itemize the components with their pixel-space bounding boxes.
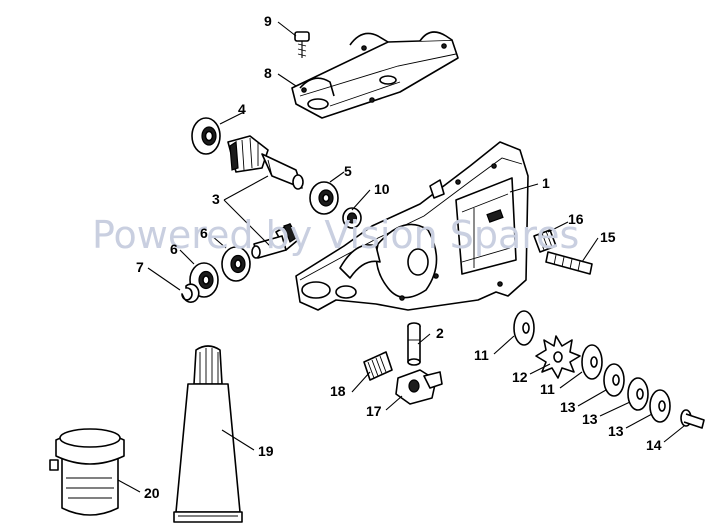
part-9-screw [294,31,310,58]
callout-18: 18 [330,383,346,399]
part-20-grease-tin [49,428,125,516]
part-8-clamp-cover [291,31,459,119]
part-12-sprocket [535,335,581,379]
callout-5: 5 [344,163,352,179]
part-1-gear-housing [295,141,529,311]
part-6-ball-bearing-right [221,246,251,282]
callout-10: 10 [374,181,390,197]
callout-19: 19 [258,443,274,459]
leader-lines [117,21,685,493]
part-2-pin [407,322,421,366]
part-10-seal-ring [342,207,362,229]
callout-16: 16 [568,211,584,227]
part-13-washer-1 [603,363,625,397]
callout-12: 12 [512,369,528,385]
watermark-text: Powered by Vision Spares [92,213,579,257]
callout-14: 14 [646,437,662,453]
callout-7: 7 [136,259,144,275]
callout-11-lower: 11 [540,381,555,397]
callout-13-first: 13 [560,399,576,415]
callout-13-second: 13 [582,411,598,427]
callout-6-lower: 6 [170,241,178,257]
part-7-circlip [181,283,200,304]
part-6-ball-bearing-left [189,262,219,298]
part-3-bevel-gear-shaft [227,135,304,190]
part-14-screw [680,409,705,429]
part-17-tensioner-nut [395,369,443,405]
part-5-ball-bearing [309,181,339,215]
callout-1: 1 [542,175,550,191]
part-19-grease-tube [173,345,243,523]
part-18-spring [363,351,393,381]
part-13-washer-2 [627,377,649,411]
part-11-washer-lower [581,344,603,380]
part-3-pinion-gear [251,223,299,259]
callout-15: 15 [600,229,616,245]
callout-11-upper: 11 [474,347,489,363]
callout-8: 8 [264,65,272,81]
part-11-washer-upper [513,310,535,346]
callout-3: 3 [212,191,220,207]
callout-6-upper: 6 [200,225,208,241]
part-13-washer-3 [649,389,671,423]
part-16-threaded-sleeve [533,229,557,253]
part-15-stud-bolt [545,251,593,275]
callout-2: 2 [436,325,444,341]
callout-13-third: 13 [608,423,624,439]
callout-9: 9 [264,13,272,29]
callout-17: 17 [366,403,382,419]
callout-4: 4 [238,101,246,117]
part-4-ball-bearing [191,117,221,155]
callout-20: 20 [144,485,160,501]
